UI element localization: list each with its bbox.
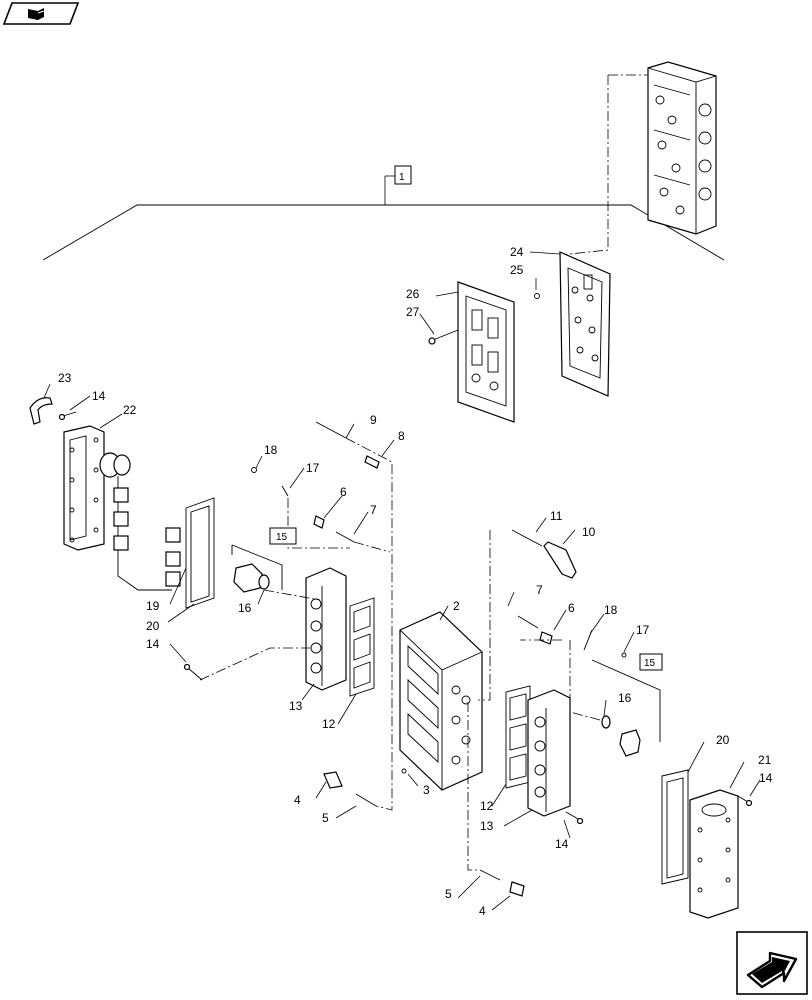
solenoid-valve-right xyxy=(601,715,641,757)
callout-17: 17 xyxy=(306,461,320,475)
solenoid-valve xyxy=(233,563,270,593)
svg-text:15: 15 xyxy=(644,658,656,669)
pin-17 xyxy=(281,485,289,497)
left-cover xyxy=(63,425,105,551)
valve-housing-right xyxy=(527,689,571,817)
clip xyxy=(29,397,53,425)
bolt-14a xyxy=(183,663,203,681)
bolt xyxy=(428,329,459,345)
main-valve-body xyxy=(399,611,483,791)
spring-11 xyxy=(511,529,543,547)
ref-box-15-right[interactable]: 15 xyxy=(639,653,663,671)
callout-5: 5 xyxy=(322,811,329,825)
callout-13: 13 xyxy=(289,699,303,713)
callout-10: 10 xyxy=(582,525,596,539)
assembly-bracket xyxy=(42,175,725,261)
separator-plate xyxy=(559,251,611,397)
callout-3: 3 xyxy=(423,783,430,797)
gasket-12-right xyxy=(505,685,531,789)
spring-7b xyxy=(517,615,539,629)
callout-24: 24 xyxy=(510,245,524,259)
center-lines xyxy=(199,437,601,871)
callout-19: 19 xyxy=(146,599,160,613)
plug-4 xyxy=(323,771,343,789)
book-arrow-icon[interactable] xyxy=(2,2,80,25)
leader-lines xyxy=(43,251,761,911)
pin-18 xyxy=(251,467,257,473)
valve-housing-left xyxy=(305,567,347,691)
plug-8 xyxy=(364,455,380,469)
spring-7 xyxy=(335,531,355,543)
bolt-14c xyxy=(737,795,753,807)
callout-8: 8 xyxy=(398,429,405,443)
plug-6b xyxy=(539,631,553,645)
spring-9 xyxy=(315,421,347,439)
callout-12: 12 xyxy=(480,799,494,813)
callout-12: 12 xyxy=(322,717,336,731)
callout-14: 14 xyxy=(92,389,106,403)
callout-13: 13 xyxy=(480,819,494,833)
callout-7: 7 xyxy=(370,503,377,517)
callout-14: 14 xyxy=(146,637,160,651)
spring-5b xyxy=(479,869,501,881)
callout-7: 7 xyxy=(536,583,543,597)
spring-5 xyxy=(355,793,377,807)
callout-5: 5 xyxy=(445,887,452,901)
callout-16: 16 xyxy=(618,691,632,705)
ref-box-15-left[interactable]: 15 xyxy=(269,527,297,545)
gasket-12 xyxy=(349,597,375,697)
bolt-14b xyxy=(565,811,584,825)
gasket-20-right xyxy=(661,769,689,885)
callout-21: 21 xyxy=(758,753,772,767)
pin-17b xyxy=(621,652,627,658)
assembly-ref-box[interactable]: 1 xyxy=(394,165,412,185)
callout-23: 23 xyxy=(58,371,72,385)
callout-26: 26 xyxy=(406,287,420,301)
callout-18: 18 xyxy=(604,603,618,617)
valve-plate xyxy=(457,281,515,423)
callout-25: 25 xyxy=(510,263,524,277)
callout-11: 11 xyxy=(550,509,563,523)
next-page-arrow-icon[interactable] xyxy=(736,931,808,995)
right-cover xyxy=(689,789,739,919)
plug-4b xyxy=(509,881,525,897)
svg-text:1: 1 xyxy=(399,172,405,183)
gasket xyxy=(185,497,215,609)
spool-10 xyxy=(543,541,577,579)
plug-6 xyxy=(313,515,325,529)
callout-9: 9 xyxy=(370,413,377,427)
callout-20: 20 xyxy=(146,619,160,633)
callout-4: 4 xyxy=(294,793,301,807)
callout-20: 20 xyxy=(716,733,730,747)
callout-18: 18 xyxy=(264,443,278,457)
callout-17: 17 xyxy=(636,623,650,637)
ball-3 xyxy=(401,768,407,774)
callout-14: 14 xyxy=(759,771,773,785)
callout-6: 6 xyxy=(340,485,347,499)
check-ball xyxy=(534,293,540,299)
callout-14: 14 xyxy=(555,837,569,851)
screw xyxy=(58,411,77,421)
svg-text:15: 15 xyxy=(276,532,288,543)
callout-27: 27 xyxy=(406,305,420,319)
callout-22: 22 xyxy=(123,403,137,417)
callout-4: 4 xyxy=(479,904,486,918)
wiring-harness xyxy=(99,452,181,591)
callout-6: 6 xyxy=(568,601,575,615)
callout-2: 2 xyxy=(453,599,460,613)
valve-body-assembly xyxy=(647,61,717,235)
callout-16: 16 xyxy=(238,601,252,615)
